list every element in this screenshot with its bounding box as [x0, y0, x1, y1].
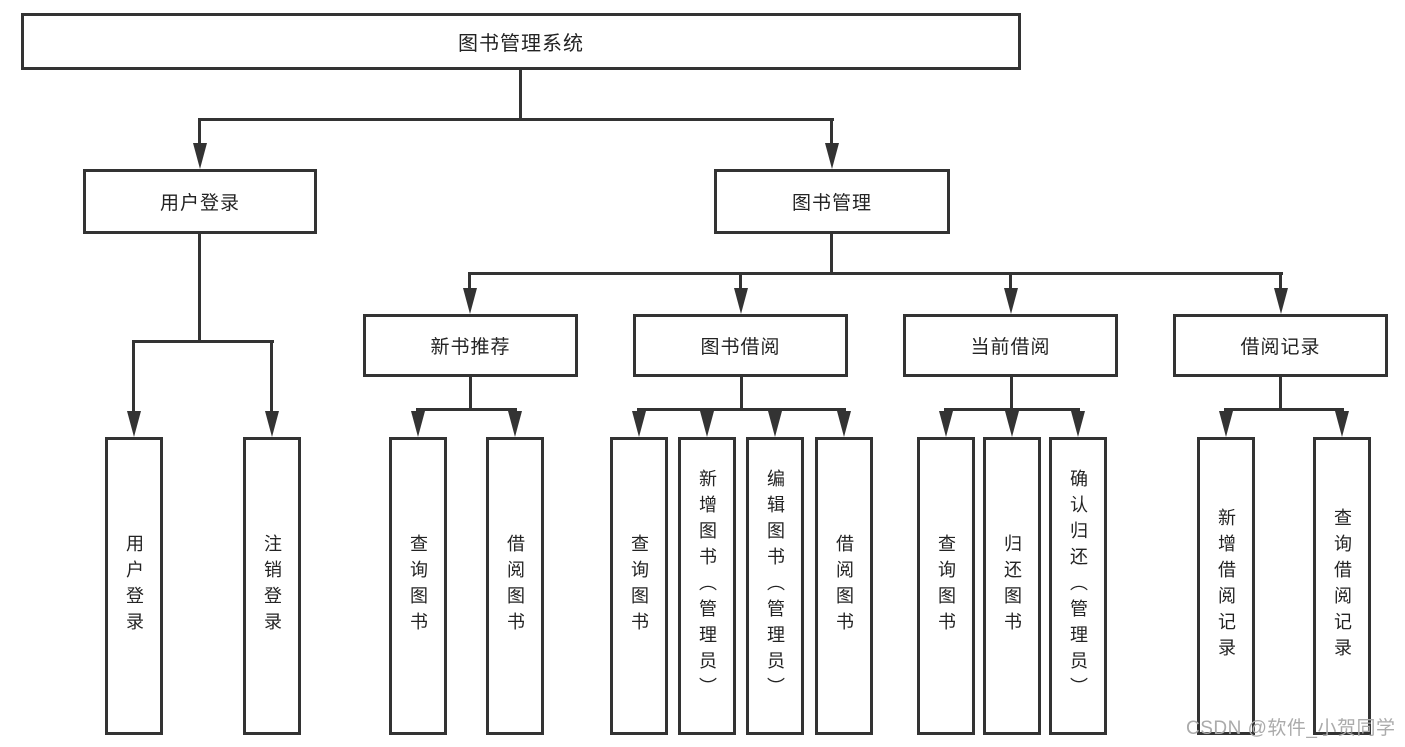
leaf-add-books-admin: 新增图书（管理员） — [678, 437, 736, 735]
arrowhead-down — [632, 411, 646, 437]
leaf-label: 借阅图书 — [834, 534, 854, 638]
connector-userlogin-stub-right — [270, 340, 273, 413]
arrowhead-down — [127, 411, 141, 437]
connector-root-hline — [198, 118, 834, 121]
connector-currentborrow-hline — [944, 408, 1080, 411]
connector-bookborrow-hline — [637, 408, 846, 411]
leaf-label: 编辑图书（管理员） — [765, 469, 785, 703]
node-user-login: 用户登录 — [83, 169, 317, 234]
leaf-label: 查询图书 — [408, 534, 428, 638]
leaf-query-books-current: 查询图书 — [917, 437, 975, 735]
connector-userlogin-hline — [132, 340, 274, 343]
leaf-label: 查询图书 — [936, 534, 956, 638]
node-root-label: 图书管理系统 — [458, 33, 584, 55]
leaf-label: 用户登录 — [124, 534, 144, 638]
connector-userlogin-trunk — [198, 234, 201, 342]
watermark: CSDN @软件_小贺同学 — [1186, 718, 1396, 739]
node-borrow-record: 借阅记录 — [1173, 314, 1388, 377]
node-book-borrow-label: 图书借阅 — [700, 337, 781, 358]
connector-newbook-hline — [416, 408, 517, 411]
connector-bookmgmt-stub — [1279, 272, 1282, 290]
connector-root-stub-left — [198, 118, 201, 148]
connector-bookborrow-trunk — [740, 377, 743, 411]
leaf-borrow-books: 借阅图书 — [815, 437, 873, 735]
leaf-label: 查询图书 — [629, 534, 649, 638]
connector-bookmgmt-hline — [468, 272, 1283, 275]
arrowhead-down — [508, 411, 522, 437]
leaf-query-borrow-record: 查询借阅记录 — [1313, 437, 1371, 735]
node-new-book-recommend-label: 新书推荐 — [430, 337, 511, 358]
arrowhead-down — [1219, 411, 1233, 437]
leaf-label: 新增借阅记录 — [1216, 508, 1236, 664]
connector-newbook-trunk — [469, 377, 472, 411]
arrowhead-down — [939, 411, 953, 437]
node-new-book-recommend: 新书推荐 — [363, 314, 578, 377]
arrowhead-down — [411, 411, 425, 437]
leaf-label: 查询借阅记录 — [1332, 508, 1352, 664]
arrowhead-down — [700, 411, 714, 437]
connector-root-stub-right — [830, 118, 833, 148]
arrowhead-down — [463, 288, 477, 314]
node-book-management-label: 图书管理 — [791, 193, 872, 214]
node-root: 图书管理系统 — [21, 13, 1021, 70]
connector-userlogin-stub-left — [132, 340, 135, 413]
arrowhead-down — [1004, 288, 1018, 314]
leaf-label: 确认归还（管理员） — [1068, 469, 1088, 703]
connector-root-trunk — [519, 70, 522, 120]
node-book-borrow: 图书借阅 — [633, 314, 848, 377]
connector-bookmgmt-stub — [468, 272, 471, 290]
leaf-label: 新增图书（管理员） — [697, 469, 717, 703]
leaf-add-borrow-record: 新增借阅记录 — [1197, 437, 1255, 735]
leaf-user-login: 用户登录 — [105, 437, 163, 735]
leaf-label: 归还图书 — [1002, 534, 1022, 638]
leaf-confirm-return-admin: 确认归还（管理员） — [1049, 437, 1107, 735]
node-current-borrow: 当前借阅 — [903, 314, 1118, 377]
leaf-query-books-borrow: 查询图书 — [610, 437, 668, 735]
leaf-label: 借阅图书 — [505, 534, 525, 638]
node-user-login-label: 用户登录 — [159, 193, 240, 214]
arrowhead-down — [265, 411, 279, 437]
arrowhead-down — [734, 288, 748, 314]
arrowhead-down — [825, 143, 839, 169]
connector-currentborrow-trunk — [1010, 377, 1013, 411]
leaf-borrow-books-recommend: 借阅图书 — [486, 437, 544, 735]
arrowhead-down — [1274, 288, 1288, 314]
node-current-borrow-label: 当前借阅 — [970, 337, 1051, 358]
node-borrow-record-label: 借阅记录 — [1240, 337, 1321, 358]
arrowhead-down — [1335, 411, 1349, 437]
leaf-label: 注销登录 — [262, 534, 282, 638]
leaf-logout: 注销登录 — [243, 437, 301, 735]
connector-borrowrecord-trunk — [1279, 377, 1282, 411]
connector-bookmgmt-trunk — [830, 234, 833, 275]
connector-bookmgmt-stub — [739, 272, 742, 290]
arrowhead-down — [1005, 411, 1019, 437]
connector-bookmgmt-stub — [1009, 272, 1012, 290]
leaf-query-books-recommend: 查询图书 — [389, 437, 447, 735]
arrowhead-down — [837, 411, 851, 437]
arrowhead-down — [768, 411, 782, 437]
leaf-edit-books-admin: 编辑图书（管理员） — [746, 437, 804, 735]
leaf-return-books: 归还图书 — [983, 437, 1041, 735]
arrowhead-down — [1071, 411, 1085, 437]
connector-borrowrecord-hline — [1224, 408, 1344, 411]
arrowhead-down — [193, 143, 207, 169]
node-book-management: 图书管理 — [714, 169, 950, 234]
